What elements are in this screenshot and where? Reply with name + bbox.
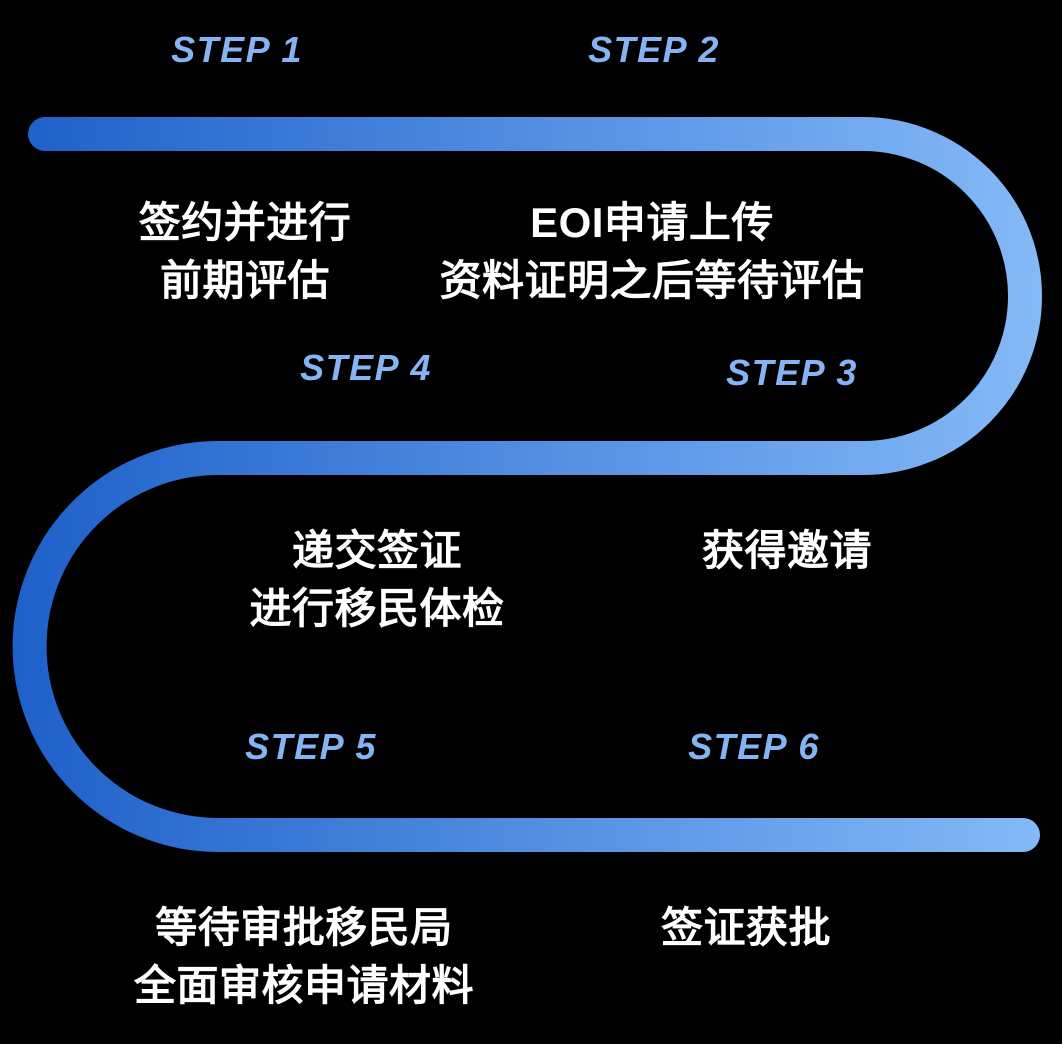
step-5-description: 等待审批移民局 全面审核申请材料	[134, 899, 474, 1015]
step-4-description-line-1: 递交签证	[291, 527, 463, 574]
step-1-description: 签约并进行 前期评估	[139, 194, 352, 310]
step-5-description-line-2: 全面审核申请材料	[133, 962, 475, 1009]
step-1-label: STEP 1	[171, 29, 303, 70]
step-6-description-line-1: 签证获批	[660, 904, 832, 951]
step-2-description-line-2: 资料证明之后等待评估	[439, 257, 865, 304]
step-3-description: 获得邀请	[702, 522, 872, 580]
step-6-label: STEP 6	[688, 726, 820, 767]
step-3-label: STEP 3	[726, 352, 858, 393]
step-1-description-line-2: 前期评估	[159, 257, 331, 304]
flow-path-stroke	[12, 117, 1042, 852]
step-2-label: STEP 2	[588, 29, 720, 70]
step-2-description: EOI申请上传 资料证明之后等待评估	[439, 194, 864, 310]
step-4-description: 递交签证 进行移民体检	[249, 522, 504, 638]
step-5-description-line-1: 等待审批移民局	[155, 904, 453, 951]
step-4-label: STEP 4	[300, 347, 432, 388]
step-1-description-line-1: 签约并进行	[138, 199, 352, 246]
step-6-description: 签证获批	[661, 899, 831, 957]
step-2-description-line-1: EOI申请上传	[530, 199, 774, 246]
step-5-label: STEP 5	[245, 726, 377, 767]
step-3-description-line-1: 获得邀请	[701, 527, 873, 574]
step-4-description-line-2: 进行移民体检	[249, 585, 505, 632]
